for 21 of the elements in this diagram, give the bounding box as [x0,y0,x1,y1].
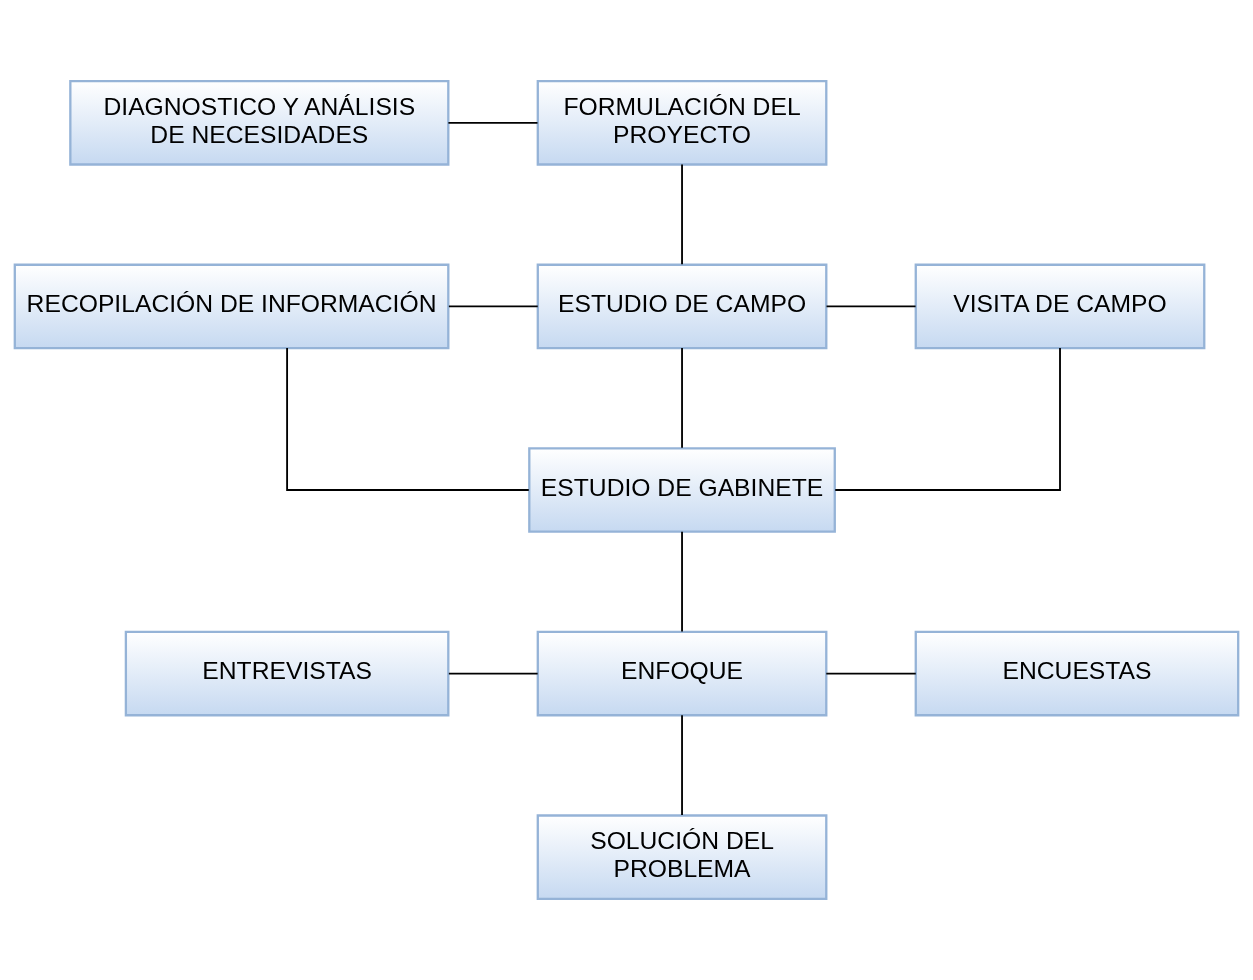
connector [286,347,530,491]
node-box: ESTUDIO DE CAMPO [536,263,828,350]
connector [825,305,917,308]
connector [681,347,683,449]
node-box: VISITA DE CAMPO [914,263,1206,350]
connector [447,672,539,675]
connector [681,530,683,633]
node-box: ESTUDIO DE GABINETE [528,447,836,533]
connector [447,121,539,124]
node-box: ENTREVISTAS [124,630,450,717]
connector [681,163,683,266]
node-box: SOLUCIÓN DEL PROBLEMA [536,814,828,900]
node-box: RECOPILACIÓN DE INFORMACIÓN [13,263,450,350]
node-box: ENCUESTAS [914,630,1240,717]
connector [834,347,1061,491]
node-box: DIAGNOSTICO Y ANÁLISIS DE NECESIDADES [69,80,450,166]
node-box: FORMULACIÓN DEL PROYECTO [536,80,828,166]
node-box: ENFOQUE [536,630,828,717]
connector [447,305,539,308]
connector [681,714,683,816]
connector [825,672,917,675]
